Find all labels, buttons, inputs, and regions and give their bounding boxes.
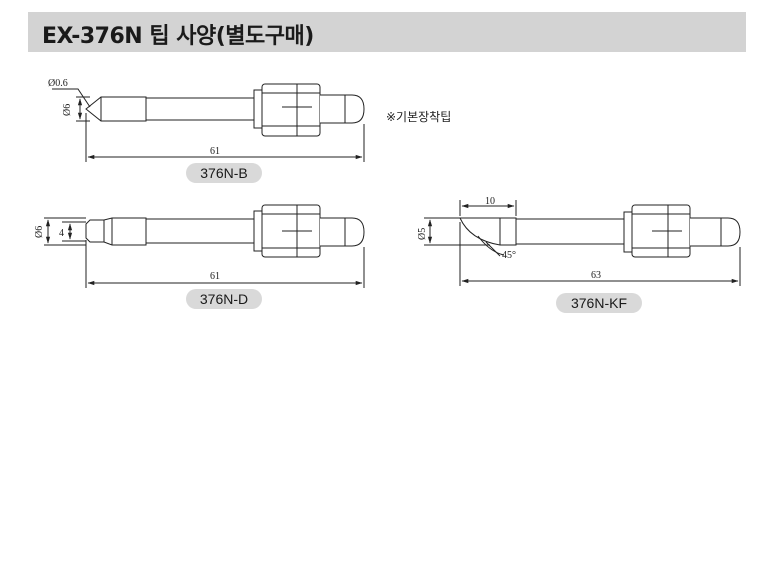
tip-376n-b-drawing — [52, 83, 365, 162]
tip-376n-kf-length-dim: 63 — [591, 270, 601, 281]
tip-376n-d-width-dim: 4 — [59, 228, 64, 239]
tip-376n-d-length-dim: 61 — [210, 271, 220, 282]
tip-376n-b-diameter-dim: Ø6 — [62, 104, 73, 116]
tip-376n-d-diameter-dim: Ø6 — [34, 226, 45, 238]
tip-376n-d-label: 376N-D — [186, 289, 262, 309]
tip-376n-kf-diameter-dim: Ø5 — [417, 228, 428, 240]
tip-376n-kf-drawing — [424, 200, 741, 286]
tip-376n-d-drawing — [44, 204, 365, 288]
tip-376n-b-length-dim: 61 — [210, 146, 220, 157]
tip-376n-kf-label: 376N-KF — [556, 293, 642, 313]
tip-376n-b-label: 376N-B — [186, 163, 262, 183]
default-tip-note: ※기본장착팁 — [386, 110, 452, 124]
page-title: EX-376N 팁 사양(별도구매) — [42, 24, 314, 49]
tip-376n-kf-angle-dim: 45° — [502, 250, 516, 261]
tip-376n-kf-bevel-dim: 10 — [485, 196, 495, 207]
title-bar: EX-376N 팁 사양(별도구매) — [28, 12, 746, 52]
tip-376n-b-tip-dim: Ø0.6 — [48, 78, 68, 89]
